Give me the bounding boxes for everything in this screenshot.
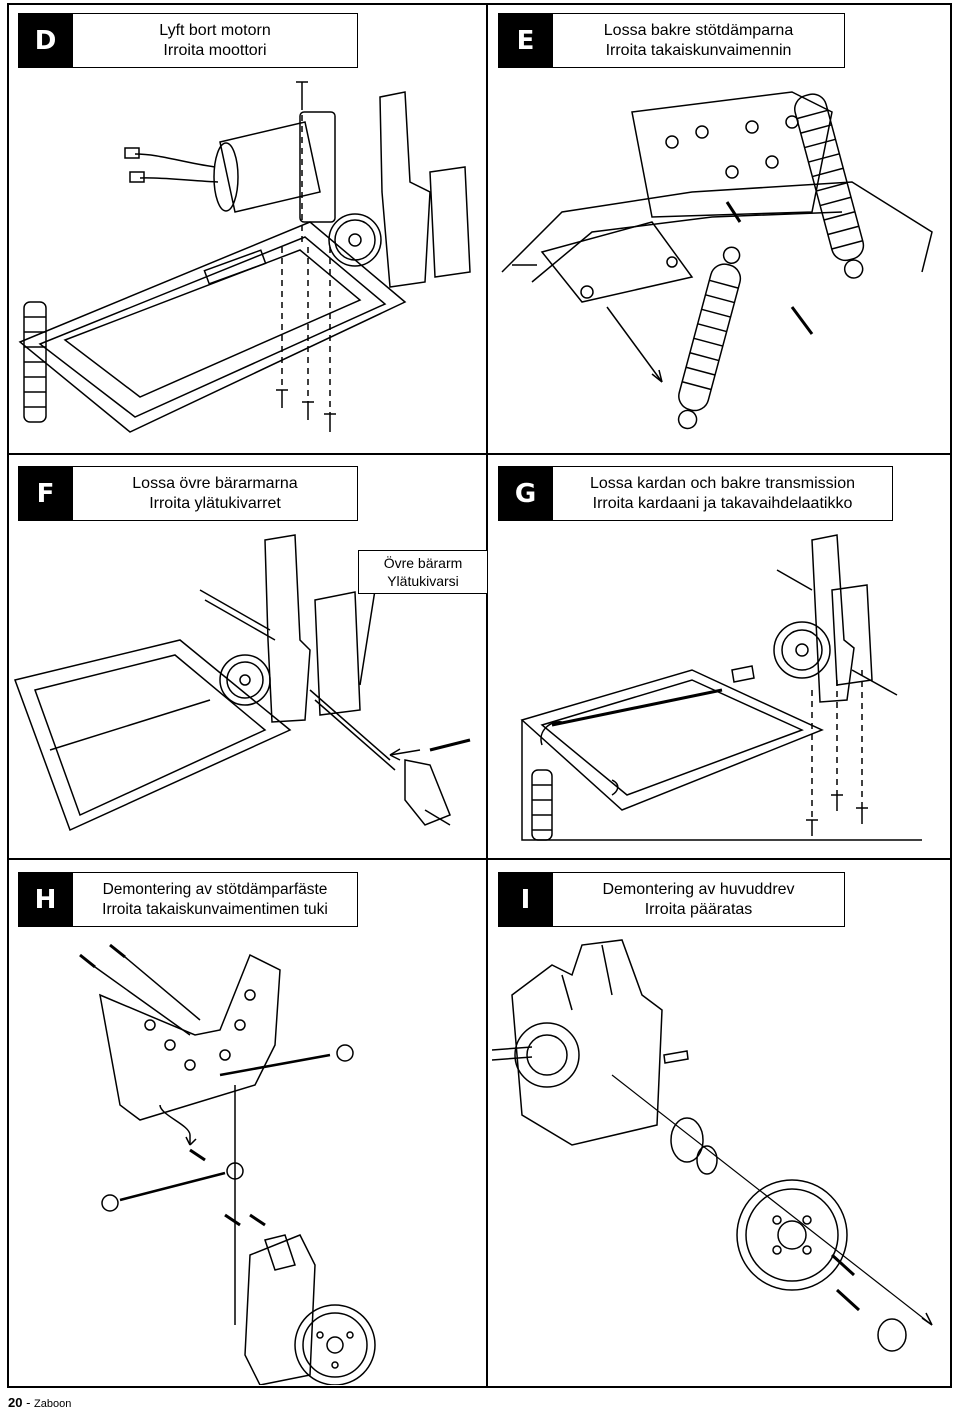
- panel-i-title-fi: Irroita pääratas: [644, 900, 753, 918]
- panel-f-header: F Lossa övre bärarmarna Irroita ylätukiv…: [18, 466, 358, 521]
- panel-h-title-fi: Irroita takaiskunvaimentimen tuki: [102, 900, 328, 918]
- panel-g-letter: G: [498, 466, 553, 521]
- panel-d-illustration: [10, 72, 480, 450]
- panel-f-title-fi: Irroita ylätukivarret: [149, 494, 281, 512]
- panel-e-header: E Lossa bakre stötdämparna Irroita takai…: [498, 13, 845, 68]
- panel-h-header: H Demontering av stötdämparfäste Irroita…: [18, 872, 358, 927]
- panel-i-title-sv: Demontering av huvuddrev: [602, 880, 795, 898]
- panel-g-header: G Lossa kardan och bakre transmission Ir…: [498, 466, 893, 521]
- panel-g-title-fi: Irroita kardaani ja takavaihdelaatikko: [592, 494, 853, 512]
- column-divider: [486, 3, 488, 1388]
- panel-d-title-fi: Irroita moottori: [163, 41, 267, 59]
- row-divider-1: [7, 453, 952, 455]
- page-number: 20: [8, 1395, 23, 1410]
- panel-h-title: Demontering av stötdämparfäste Irroita t…: [73, 872, 358, 927]
- panel-i-header: I Demontering av huvuddrev Irroita päära…: [498, 872, 845, 927]
- panel-f-title: Lossa övre bärarmarna Irroita ylätukivar…: [73, 466, 358, 521]
- page-footer: 20 - Zaboon: [8, 1396, 71, 1411]
- panel-h-letter: H: [18, 872, 73, 927]
- panel-d-letter: D: [18, 13, 73, 68]
- panel-f-title-sv: Lossa övre bärarmarna: [132, 474, 298, 492]
- panel-d-title-sv: Lyft bort motorn: [159, 21, 271, 39]
- footer-separator: -: [22, 1395, 35, 1410]
- panel-e-title-sv: Lossa bakre stötdämparna: [603, 21, 794, 39]
- panel-h-title-sv: Demontering av stötdämparfäste: [102, 880, 328, 898]
- panel-g-title: Lossa kardan och bakre transmission Irro…: [553, 466, 893, 521]
- upper-arm-callout-fi: Ylätukivarsi: [387, 573, 459, 589]
- panel-i-letter: I: [498, 872, 553, 927]
- panel-h-illustration: [10, 935, 485, 1385]
- panel-f-illustration: [10, 530, 488, 850]
- upper-arm-callout-sv: Övre bärarm: [383, 555, 463, 571]
- panel-d-header: D Lyft bort motorn Irroita moottori: [18, 13, 358, 68]
- panel-e-illustration: [492, 72, 947, 450]
- panel-f-letter: F: [18, 466, 73, 521]
- panel-d-title: Lyft bort motorn Irroita moottori: [73, 13, 358, 68]
- panel-e-letter: E: [498, 13, 553, 68]
- panel-g-title-sv: Lossa kardan och bakre transmission: [589, 474, 856, 492]
- panel-e-title-fi: Irroita takaiskunvaimennin: [605, 41, 792, 59]
- panel-i-illustration: [492, 935, 947, 1385]
- brand-name: Zaboon: [34, 1398, 72, 1410]
- panel-e-title: Lossa bakre stötdämparna Irroita takaisk…: [553, 13, 845, 68]
- panel-g-illustration: [492, 530, 947, 850]
- panel-i-title: Demontering av huvuddrev Irroita päärata…: [553, 872, 845, 927]
- upper-arm-callout: Övre bärarm Ylätukivarsi: [358, 550, 488, 594]
- page-frame: [7, 3, 952, 1388]
- row-divider-2: [7, 858, 952, 860]
